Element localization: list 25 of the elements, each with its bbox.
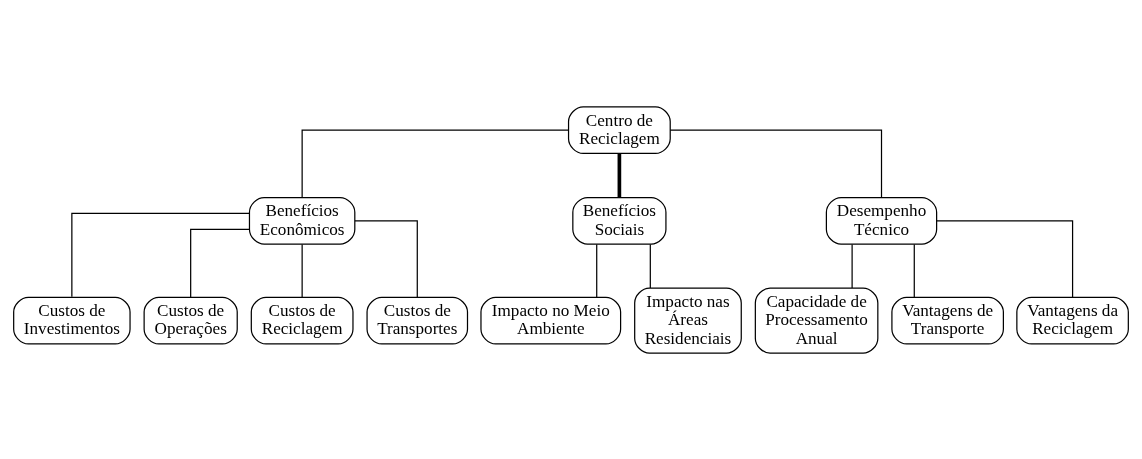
node-box: Vantagens de Transporte xyxy=(891,296,1004,345)
connector xyxy=(71,212,250,297)
node-box: Centro de Reciclagem xyxy=(567,105,671,154)
node-box: Custos de Investimentos xyxy=(13,296,131,345)
connector xyxy=(617,153,622,197)
node-box: Vantagens da Reciclagem xyxy=(1016,296,1129,345)
connector xyxy=(649,243,651,289)
connector xyxy=(669,129,883,198)
connector xyxy=(596,243,598,298)
node-box: Custos de Transportes xyxy=(366,296,469,345)
node-box: Custos de Operações xyxy=(143,296,238,345)
connector xyxy=(913,243,915,298)
connector xyxy=(301,129,570,198)
connector xyxy=(851,243,853,289)
connector xyxy=(301,243,303,298)
connector xyxy=(936,219,1074,298)
node-box: Benefícios Econômicos xyxy=(248,196,356,245)
connector xyxy=(354,219,418,298)
node-box: Capacidade de Processamento Anual xyxy=(754,287,879,354)
node-box: Custos de Reciclagem xyxy=(250,296,354,345)
node-box: Impacto nas Áreas Residenciais xyxy=(634,287,742,354)
node-box: Impacto no Meio Ambiente xyxy=(480,296,622,345)
connector xyxy=(190,228,250,298)
node-box: Benefícios Sociais xyxy=(572,196,667,245)
node-box: Desempenho Técnico xyxy=(825,196,938,245)
